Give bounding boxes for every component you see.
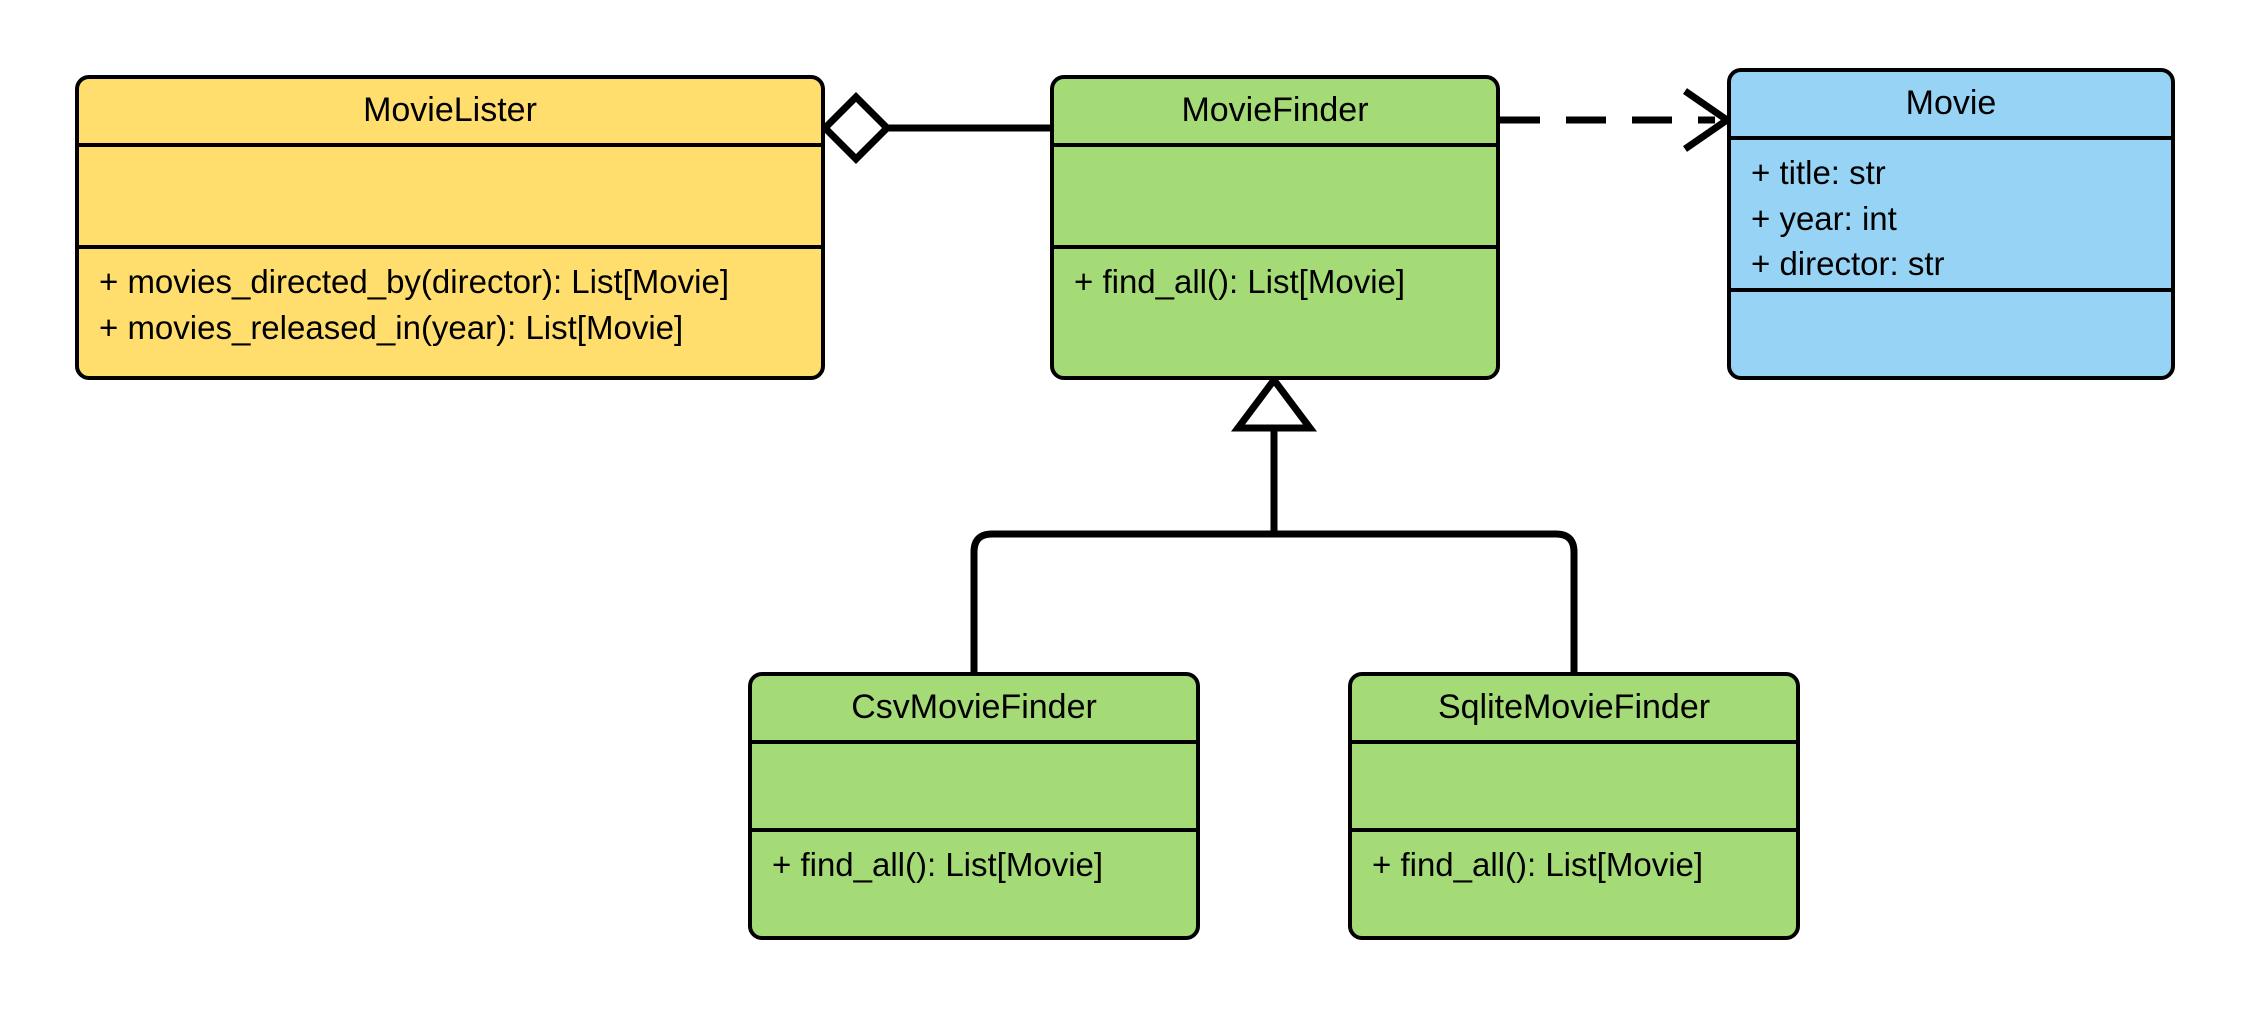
class-methods-sqlite-movie-finder: + find_all(): List[Movie]	[1352, 832, 1796, 888]
member-row: + movies_directed_by(director): List[Mov…	[99, 263, 729, 300]
class-name-movie-lister: MovieLister	[79, 79, 821, 147]
class-box-movie-finder[interactable]: MovieFinder + find_all(): List[Movie]	[1050, 75, 1500, 380]
member-row: + find_all(): List[Movie]	[1074, 263, 1406, 300]
class-attributes-sqlite-movie-finder	[1352, 744, 1796, 832]
open-arrow-icon	[1683, 88, 1734, 152]
class-attributes-csv-movie-finder	[752, 744, 1196, 832]
class-box-movie[interactable]: Movie + title: str + year: int + directo…	[1727, 68, 2175, 380]
class-name-csv-movie-finder: CsvMovieFinder	[752, 676, 1196, 744]
class-methods-csv-movie-finder: + find_all(): List[Movie]	[752, 832, 1196, 888]
class-box-sqlite-movie-finder[interactable]: SqliteMovieFinder + find_all(): List[Mov…	[1348, 672, 1800, 940]
generalization-edges	[970, 374, 1578, 672]
aggregation-edge-movielister-moviefinder	[820, 92, 1050, 164]
dependency-edge-moviefinder-movie	[1500, 88, 1734, 152]
class-name-movie: Movie	[1731, 72, 2171, 140]
generalization-branch-csv	[970, 530, 1274, 672]
member-row: + movies_released_in(year): List[Movie]	[99, 308, 684, 346]
member-row: + year: int	[1751, 199, 1897, 237]
member-row: + find_all(): List[Movie]	[1372, 846, 1704, 883]
class-methods-movie-finder: + find_all(): List[Movie]	[1054, 249, 1496, 305]
class-methods-movie-lister: + movies_directed_by(director): List[Mov…	[79, 249, 821, 350]
hollow-diamond-icon	[820, 92, 892, 164]
class-box-movie-lister[interactable]: MovieLister + movies_directed_by(directo…	[75, 75, 825, 380]
class-name-movie-finder: MovieFinder	[1054, 79, 1496, 147]
hollow-triangle-icon	[1231, 374, 1317, 432]
class-attributes-movie-finder	[1054, 147, 1496, 249]
class-box-csv-movie-finder[interactable]: CsvMovieFinder + find_all(): List[Movie]	[748, 672, 1200, 940]
member-row: + director: str	[1751, 245, 1945, 283]
class-attributes-movie: + title: str + year: int + director: str	[1731, 140, 2171, 292]
generalization-branch-sqlite	[1274, 530, 1578, 672]
class-name-sqlite-movie-finder: SqliteMovieFinder	[1352, 676, 1796, 744]
member-row: + find_all(): List[Movie]	[772, 846, 1104, 883]
class-attributes-movie-lister	[79, 147, 821, 249]
member-row: + title: str	[1751, 154, 1886, 191]
